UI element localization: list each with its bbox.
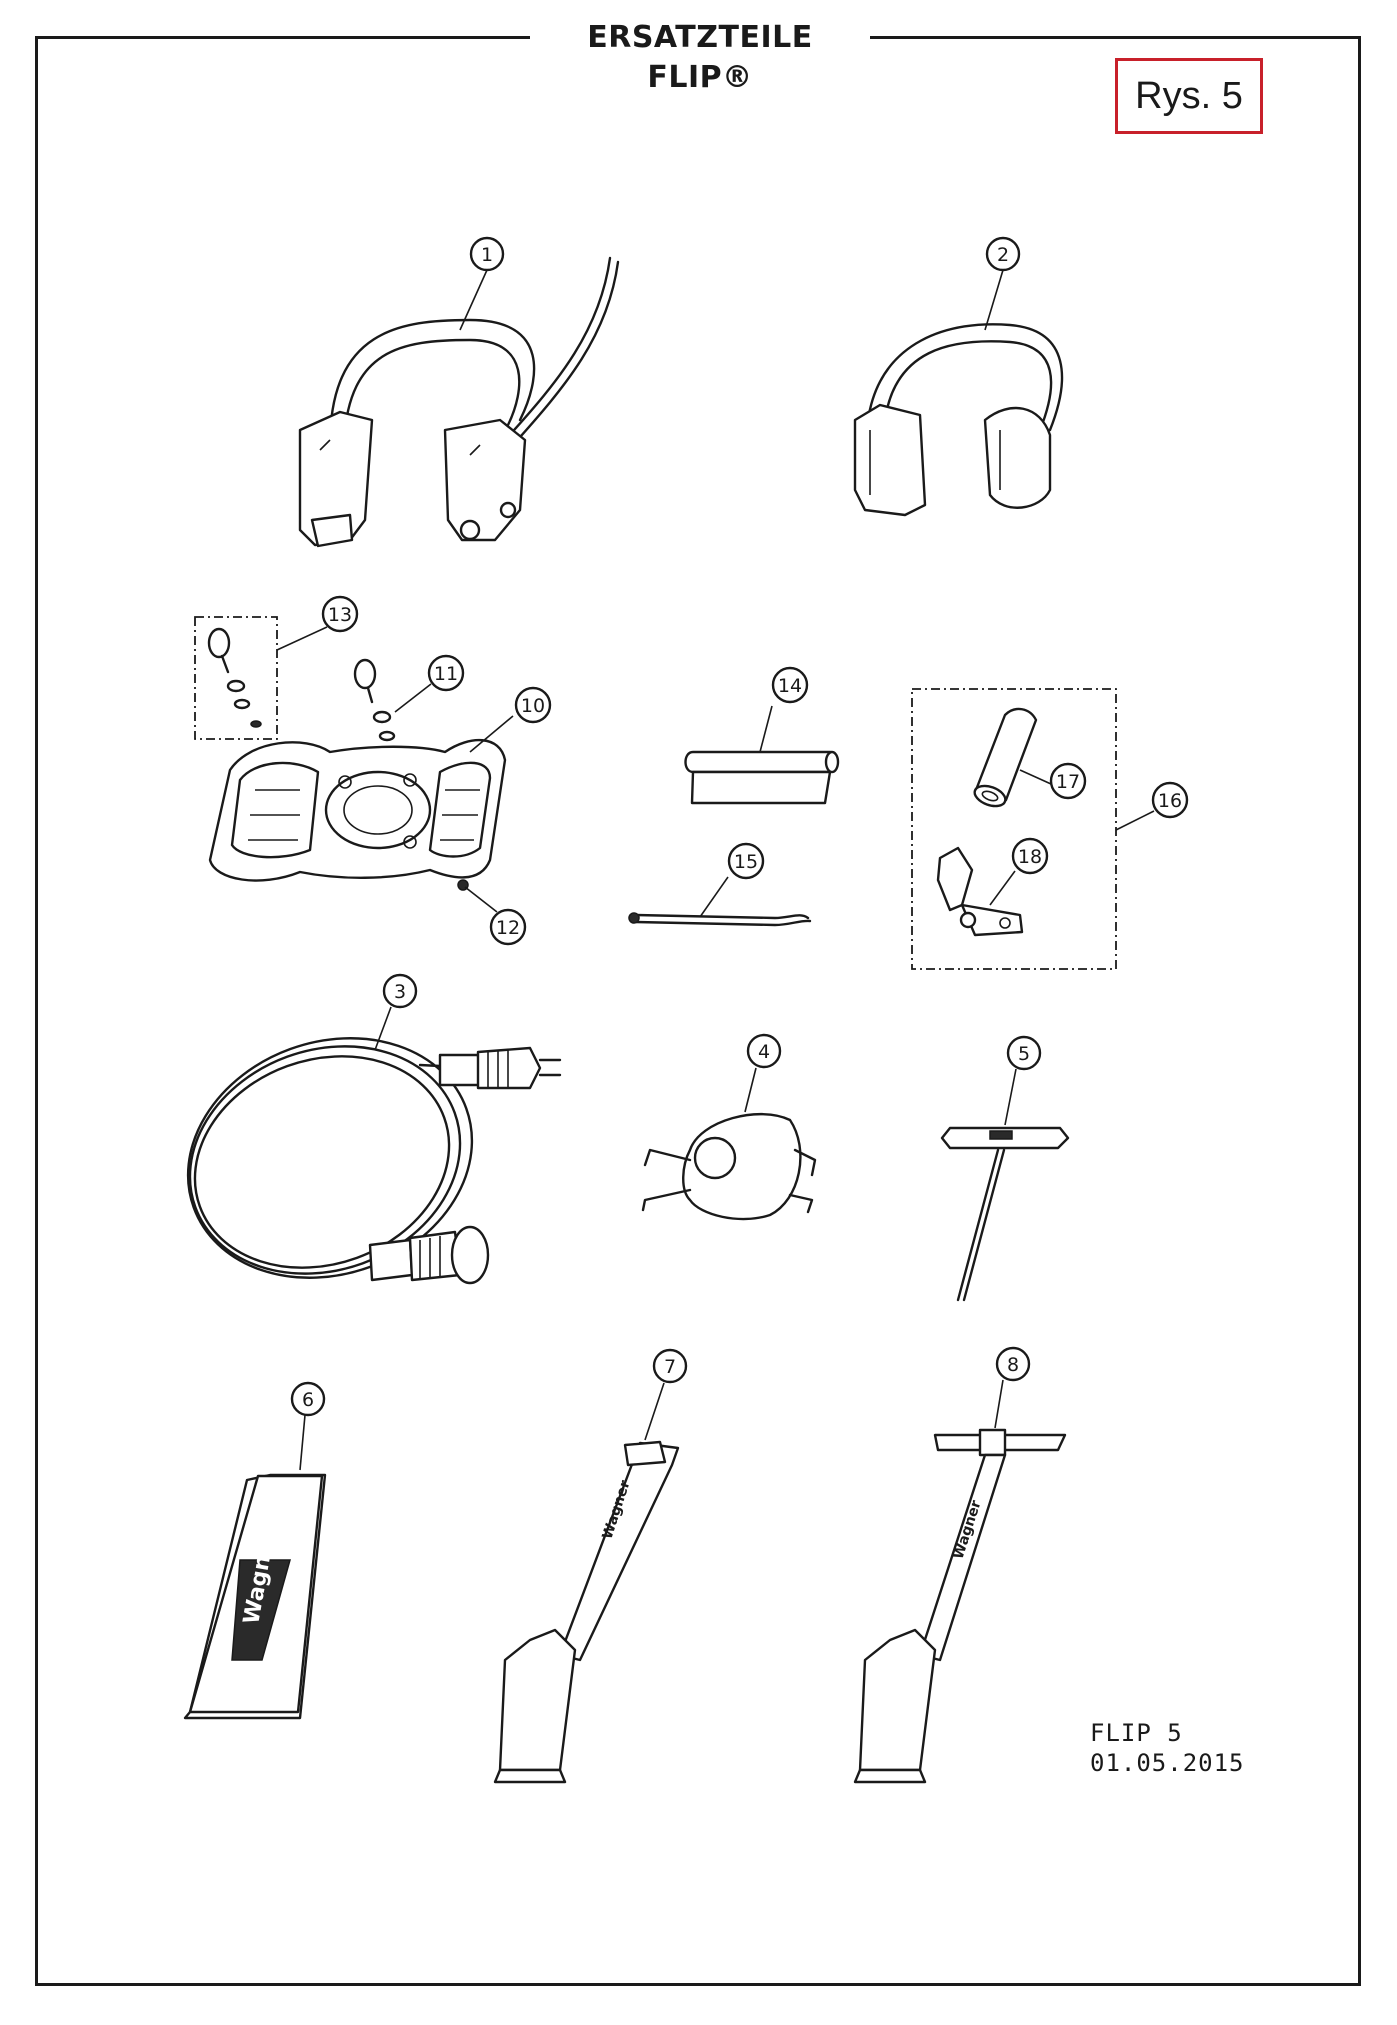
callout-4: 4 bbox=[746, 1033, 782, 1069]
callout-12: 12 bbox=[489, 908, 527, 946]
svg-text:1: 1 bbox=[481, 244, 493, 266]
drawing-footer: FLIP 5 01.05.2015 bbox=[1090, 1718, 1245, 1778]
callout-10: 10 bbox=[514, 686, 552, 724]
footer-date: 01.05.2015 bbox=[1090, 1749, 1245, 1777]
svg-text:16: 16 bbox=[1158, 790, 1182, 812]
callout-2: 2 bbox=[985, 236, 1021, 272]
floor-bracket-icon: Wagner bbox=[493, 1440, 680, 1784]
callout-13: 13 bbox=[321, 595, 359, 633]
svg-text:5: 5 bbox=[1018, 1043, 1030, 1065]
pad-plate-icon bbox=[208, 739, 507, 882]
svg-text:15: 15 bbox=[734, 851, 758, 873]
ear-muffs-icon bbox=[853, 323, 1064, 517]
clamp-icon bbox=[936, 846, 1024, 937]
svg-text:2: 2 bbox=[997, 244, 1009, 266]
svg-text:12: 12 bbox=[496, 917, 520, 939]
svg-text:18: 18 bbox=[1018, 846, 1042, 868]
callout-3: 3 bbox=[382, 973, 418, 1009]
svg-text:11: 11 bbox=[434, 663, 458, 685]
callout-leaders bbox=[276, 269, 1155, 1471]
power-cable-icon bbox=[186, 1037, 562, 1285]
callout-8: 8 bbox=[995, 1346, 1031, 1382]
grip-sleeve-icon bbox=[973, 707, 1038, 808]
cable-tie-icon bbox=[628, 912, 812, 927]
svg-text:14: 14 bbox=[778, 675, 802, 697]
callout-18: 18 bbox=[1011, 837, 1049, 875]
screw-set-icon bbox=[194, 616, 278, 740]
pad-strip-icon bbox=[684, 750, 840, 805]
dust-mask-icon bbox=[641, 1112, 817, 1221]
svg-text:4: 4 bbox=[758, 1041, 770, 1063]
svg-text:3: 3 bbox=[394, 981, 406, 1003]
callout-1: 1 bbox=[469, 236, 505, 272]
footer-model: FLIP 5 bbox=[1090, 1719, 1183, 1747]
svg-text:6: 6 bbox=[302, 1389, 314, 1411]
t-handle-hex-key-icon bbox=[940, 1126, 1070, 1302]
page-title: ERSATZTEILE FLIP® bbox=[530, 18, 870, 95]
grip-set-icon bbox=[911, 688, 1117, 970]
battery-pack-icon: Wagner bbox=[183, 1473, 327, 1720]
callout-6: 6 bbox=[290, 1381, 326, 1417]
svg-text:10: 10 bbox=[521, 695, 545, 717]
callout-5: 5 bbox=[1006, 1035, 1042, 1071]
callout-7: 7 bbox=[652, 1348, 688, 1384]
svg-text:13: 13 bbox=[328, 604, 352, 626]
callout-14: 14 bbox=[771, 666, 809, 704]
figure-label: Rys. 5 bbox=[1115, 58, 1263, 134]
callout-16: 16 bbox=[1151, 781, 1189, 819]
knob-screw-icon bbox=[353, 658, 396, 742]
svg-text:17: 17 bbox=[1056, 771, 1080, 793]
headphones-with-antenna-icon bbox=[298, 256, 620, 548]
callout-11: 11 bbox=[427, 654, 465, 692]
floor-bracket-with-crossbar-icon: Wagner bbox=[853, 1428, 1067, 1784]
svg-text:8: 8 bbox=[1007, 1354, 1019, 1376]
svg-text:7: 7 bbox=[664, 1356, 676, 1378]
callout-15: 15 bbox=[727, 842, 765, 880]
callout-17: 17 bbox=[1049, 762, 1087, 800]
